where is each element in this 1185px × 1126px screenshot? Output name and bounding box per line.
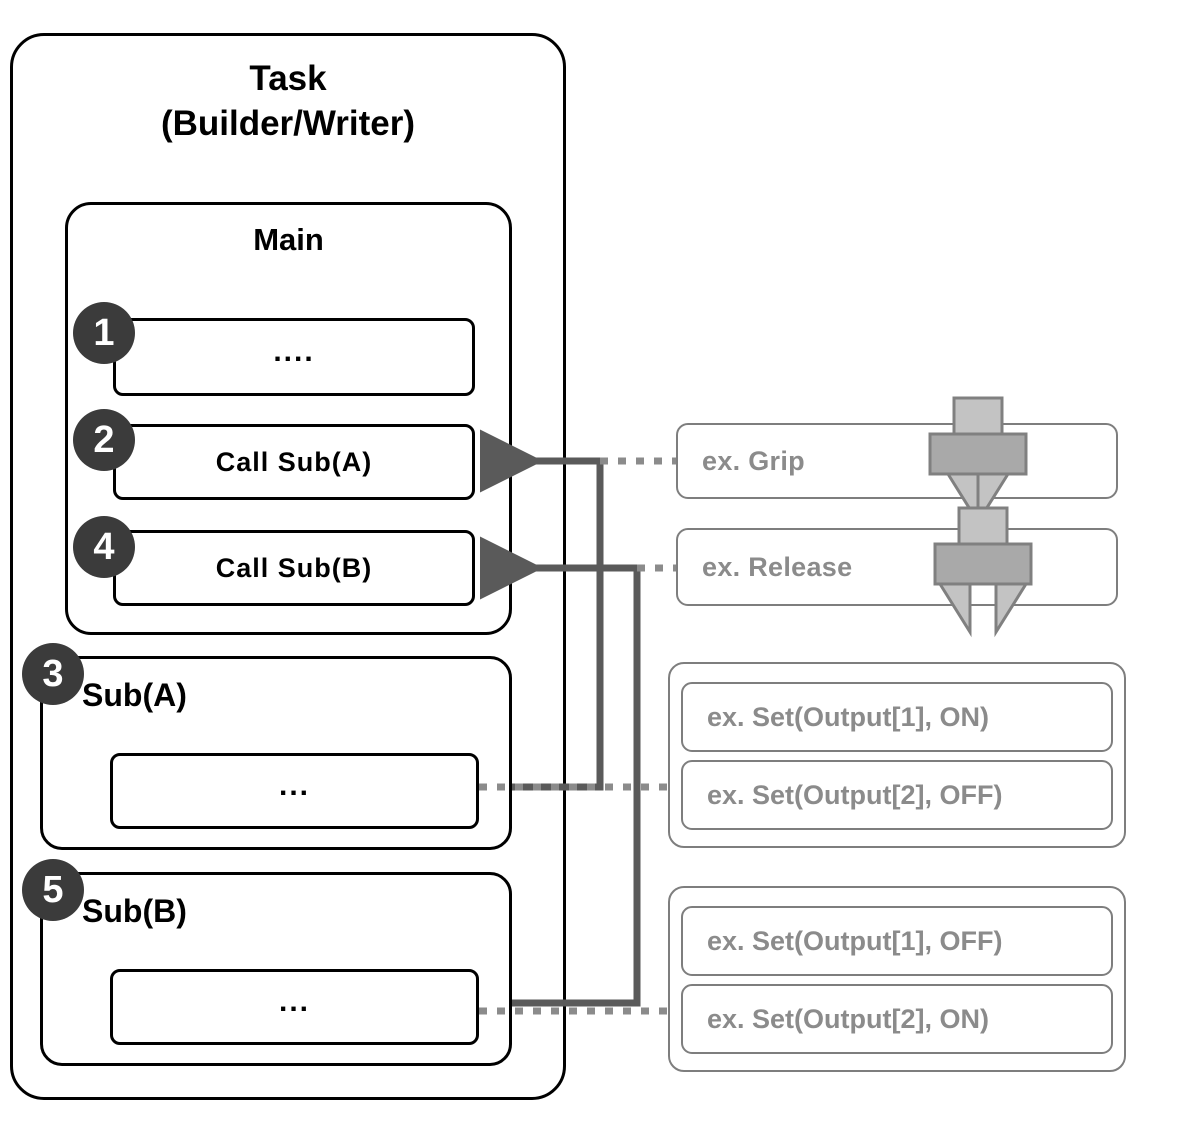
task-title: Task (Builder/Writer) bbox=[10, 57, 566, 147]
step-badge-4: 4 bbox=[73, 516, 135, 578]
main-step-4-call-sub-b[interactable]: Call Sub(B) bbox=[113, 530, 475, 606]
sub-a-body-slot[interactable]: ... bbox=[110, 753, 479, 829]
step-badge-3: 3 bbox=[22, 643, 84, 705]
example-grip-box[interactable]: ex. Grip bbox=[676, 423, 1118, 499]
sub-b-title: Sub(B) bbox=[82, 893, 187, 929]
task-title-line-2: (Builder/Writer) bbox=[160, 103, 416, 143]
main-step-1-slot[interactable]: .... bbox=[113, 318, 475, 396]
main-title: Main bbox=[253, 222, 324, 257]
sub-a-title: Sub(A) bbox=[82, 677, 187, 713]
main-step-2-call-sub-a[interactable]: Call Sub(A) bbox=[113, 424, 475, 500]
example-set-output-1-off[interactable]: ex. Set(Output[1], OFF) bbox=[681, 906, 1113, 976]
step-badge-5: 5 bbox=[22, 859, 84, 921]
step-badge-2: 2 bbox=[73, 409, 135, 471]
gripper-open-icon bbox=[933, 506, 1033, 638]
step-badge-1: 1 bbox=[73, 302, 135, 364]
gripper-closed-icon bbox=[928, 396, 1028, 526]
example-release-box[interactable]: ex. Release bbox=[676, 528, 1118, 606]
example-set-output-1-on[interactable]: ex. Set(Output[1], ON) bbox=[681, 682, 1113, 752]
task-title-line-1: Task bbox=[249, 59, 327, 98]
example-set-output-2-off[interactable]: ex. Set(Output[2], OFF) bbox=[681, 760, 1113, 830]
sub-b-body-slot[interactable]: ... bbox=[110, 969, 479, 1045]
example-set-output-2-on[interactable]: ex. Set(Output[2], ON) bbox=[681, 984, 1113, 1054]
